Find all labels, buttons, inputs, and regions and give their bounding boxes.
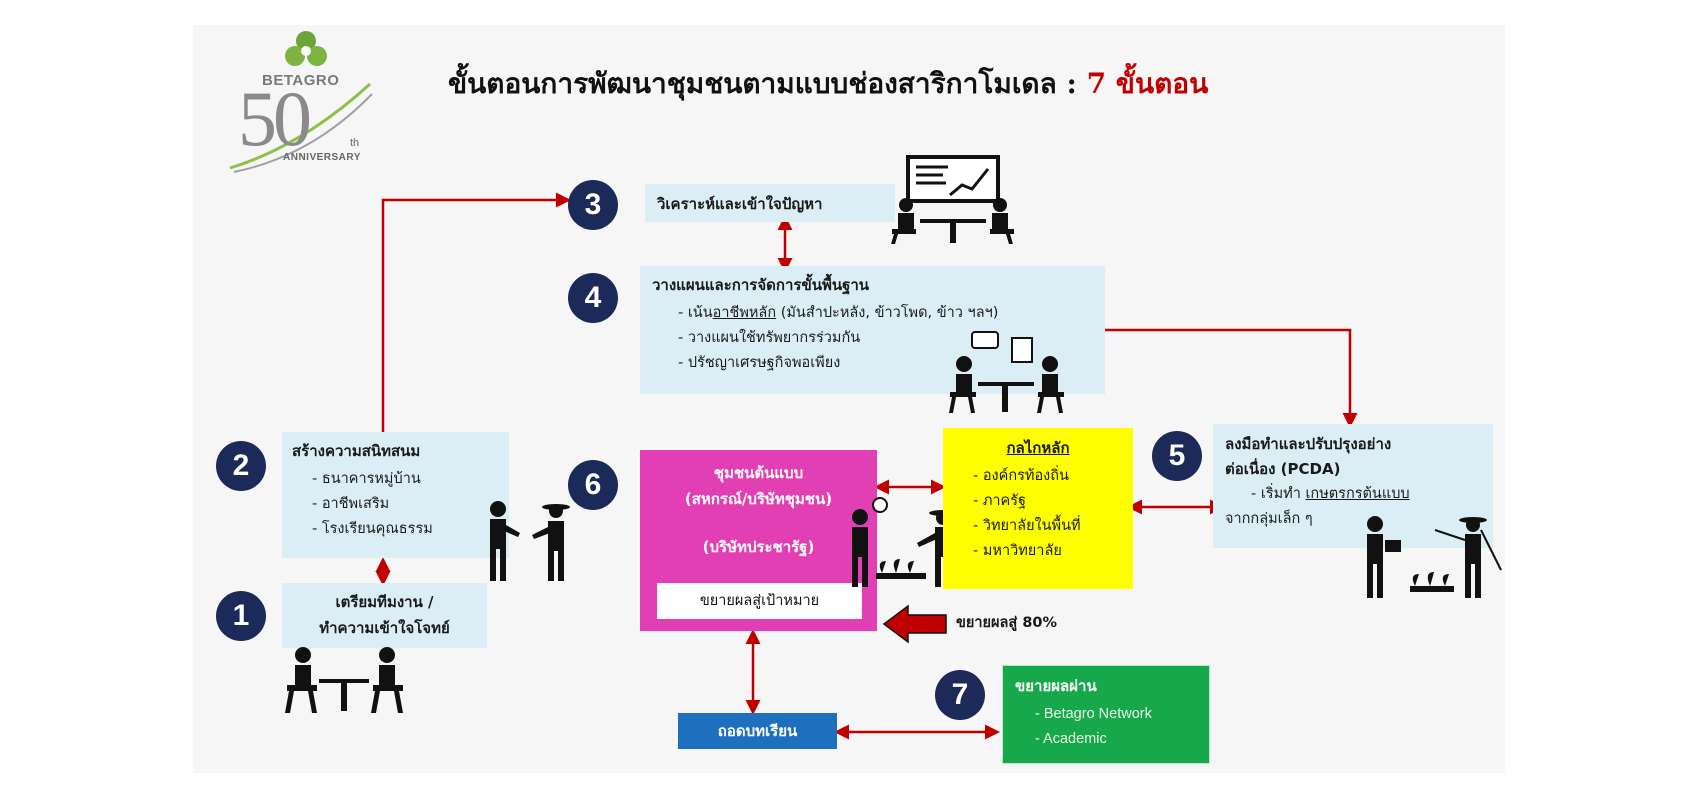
step-3-box: วิเคราะห์และเข้าใจปัญหา [645, 184, 895, 222]
logo-suffix: th [350, 137, 360, 149]
mechanism-item: - มหาวิทยาลัย [973, 543, 1062, 559]
step-2-list: - ธนาคารหมู่บ้าน - อาชีพเสริม - โรงเรียน… [292, 467, 499, 542]
step-2-heading: สร้างความสนิทสนม [292, 442, 421, 460]
logo-leaf-icon [285, 31, 327, 66]
step-6-target-box: ขยายผลสู่เป้าหมาย [657, 583, 862, 619]
step-7-number: 7 [935, 670, 985, 720]
diagram-title: ขั้นตอนการพัฒนาชุมชนตามแบบช่องสาริกาโมเด… [448, 62, 1208, 106]
farmer-crops-icon [1367, 516, 1502, 598]
step-3-number: 3 [568, 180, 618, 230]
planning-meeting-icon [949, 331, 1064, 413]
step-5-heading-2: ต่อเนื่อง (PCDA) [1225, 460, 1341, 478]
step-4-item-underlined: อาชีพหลัก [712, 305, 777, 321]
step-1-line-1: เตรียมทีมงาน / [335, 593, 434, 611]
mechanism-item: - วิทยาลัยในพื้นที่ [973, 518, 1081, 534]
step-5-box: ลงมือทำและปรับปรุงอย่าง ต่อเนื่อง (PCDA)… [1213, 424, 1493, 548]
step-4-item: - เน้นอาชีพหลัก (มันสำปะหลัง, ข้าวโพด, ข… [652, 301, 1093, 326]
step-2-item: - ธนาคารหมู่บ้าน [312, 471, 421, 487]
mechanism-heading: กลไกหลัก [1006, 439, 1070, 457]
step-6-line-3: (บริษัทประชารัฐ) [702, 538, 815, 556]
step-6-line-2: (สหกรณ์/บริษัทชุมชน) [684, 490, 833, 508]
mechanism-item: - องค์กรท้องถิ่น [973, 468, 1069, 484]
step-2-item: - โรงเรียนคุณธรรม [312, 521, 433, 537]
step-7-list: - Betagro Network - Academic [1015, 702, 1197, 752]
step-6-line-1: ชุมชนต้นแบบ [713, 464, 804, 482]
logo-swoosh-icon [229, 82, 373, 173]
step-5-item: - เริ่มทำ เกษตรกรต้นแบบ [1225, 482, 1481, 507]
lesson-box: ถอดบทเรียน [678, 713, 837, 749]
step-7-box: ขยายผลผ่าน - Betagro Network - Academic [1002, 665, 1210, 764]
step-6-box: ชุมชนต้นแบบ (สหกรณ์/บริษัทชุมชน) (บริษัท… [640, 450, 877, 631]
step-5-item-prefix: - เริ่มทำ [1251, 486, 1306, 502]
step-4-box: วางแผนและการจัดการขั้นพื้นฐาน - เน้นอาชี… [640, 266, 1105, 394]
expand-label: ขยายผลสู่ 80% [956, 615, 1058, 631]
step-1-box: เตรียมทีมงาน / ทำความเข้าใจโจทย์ [282, 583, 487, 648]
step-7-heading: ขยายผลผ่าน [1015, 677, 1097, 695]
step-2-number: 2 [216, 441, 266, 491]
mechanism-list: - องค์กรท้องถิ่น - ภาครัฐ - วิทยาลัยในพื… [953, 464, 1123, 564]
logo-subtitle: ANNIVERSARY [283, 152, 361, 163]
step-4-item: - ปรัชญาเศรษฐกิจพอเพียง [678, 355, 841, 371]
logo-number: 50 [238, 75, 312, 162]
step-5-item-rest: จากกลุ่มเล็ก ๆ [1225, 511, 1313, 527]
step-4-item-prefix: - เน้น [678, 305, 713, 321]
step-3-heading: วิเคราะห์และเข้าใจปัญหา [657, 195, 823, 213]
mechanism-item: - ภาครัฐ [973, 493, 1027, 509]
step-7-item: - Academic [1035, 731, 1107, 747]
step-4-item-rest: (มันสำปะหลัง, ข้าวโพด, ข้าว ฯลฯ) [776, 305, 999, 321]
step-5-heading-1: ลงมือทำและปรับปรุงอย่าง [1225, 435, 1392, 453]
step-1-line-2: ทำความเข้าใจโจทย์ [319, 619, 450, 637]
meeting-whiteboard-icon [891, 155, 1014, 244]
step-6-number: 6 [568, 460, 618, 510]
step-4-number: 4 [568, 273, 618, 323]
title-main: ขั้นตอนการพัฒนาชุมชนตามแบบช่องสาริกาโมเด… [448, 67, 1087, 100]
step-4-list: - เน้นอาชีพหลัก (มันสำปะหลัง, ข้าวโพด, ข… [652, 301, 1093, 376]
logo-brand: BETAGRO [262, 72, 340, 89]
big-arrow-icon [882, 604, 947, 644]
step-4-heading: วางแผนและการจัดการขั้นพื้นฐาน [652, 276, 870, 294]
farmers-talking-icon [490, 501, 570, 581]
step-5-number: 5 [1152, 431, 1202, 481]
step-2-box: สร้างความสนิทสนม - ธนาคารหมู่บ้าน - อาชี… [282, 432, 509, 558]
step-1-number: 1 [216, 591, 266, 641]
desk-meeting-icon [285, 647, 403, 713]
mechanism-box: กลไกหลัก - องค์กรท้องถิ่น - ภาครัฐ - วิท… [943, 428, 1133, 589]
step-5-item-underlined: เกษตรกรต้นแบบ [1305, 486, 1410, 502]
step-2-item: - อาชีพเสริม [312, 496, 390, 512]
step-7-item: - Betagro Network [1035, 706, 1152, 722]
step-4-item: - วางแผนใช้ทรัพยากรร่วมกัน [678, 330, 861, 346]
title-highlight: 7 ขั้นตอน [1086, 67, 1209, 100]
